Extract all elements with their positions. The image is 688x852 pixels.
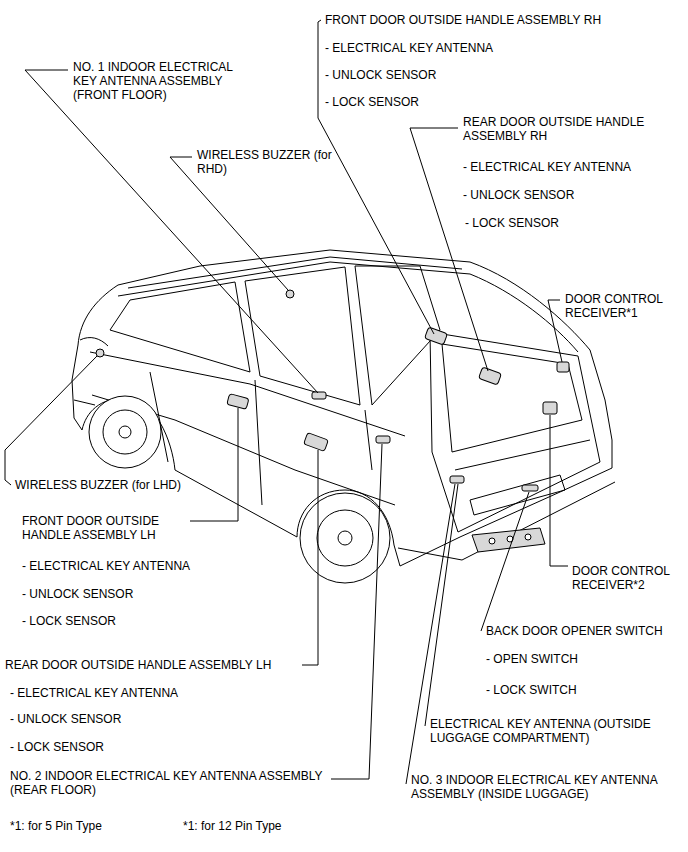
part-label: FRONT DOOR OUTSIDE HANDLE ASSEMBLY LH <box>22 514 197 542</box>
part-label: - LOCK SENSOR <box>465 216 559 230</box>
part-label: - UNLOCK SENSOR <box>325 68 436 82</box>
part-label: BACK DOOR OPENER SWITCH <box>486 624 663 638</box>
part-label: - LOCK SENSOR <box>22 614 116 628</box>
part-label: REAR DOOR OUTSIDE HANDLE ASSEMBLY LH <box>5 658 271 672</box>
part-label: NO. 3 INDOOR ELECTRICAL KEY ANTENNA ASSE… <box>411 773 673 801</box>
part-label: WIRELESS BUZZER (for RHD) <box>197 148 347 176</box>
part-label: NO. 1 INDOOR ELECTRICAL KEY ANTENNA ASSE… <box>73 60 243 102</box>
part-label: - UNLOCK SENSOR <box>22 587 133 601</box>
part-label: REAR DOOR OUTSIDE HANDLE ASSEMBLY RH <box>463 115 653 143</box>
part-label: *1: for 12 Pin Type <box>183 819 282 833</box>
part-label: - UNLOCK SENSOR <box>10 712 121 726</box>
part-label: - ELECTRICAL KEY ANTENNA <box>22 559 190 573</box>
part-label: FRONT DOOR OUTSIDE HANDLE ASSEMBLY RH <box>325 13 601 27</box>
part-label: DOOR CONTROL RECEIVER*2 <box>572 564 684 592</box>
part-label: WIRELESS BUZZER (for LHD) <box>15 478 181 492</box>
part-label: ELECTRICAL KEY ANTENNA (OUTSIDE LUGGAGE … <box>430 717 665 745</box>
part-label: NO. 2 INDOOR ELECTRICAL KEY ANTENNA ASSE… <box>10 769 345 797</box>
part-label: - LOCK SENSOR <box>10 740 104 754</box>
part-label: *1: for 5 Pin Type <box>10 819 102 833</box>
part-label: - LOCK SENSOR <box>325 95 419 109</box>
part-label: - UNLOCK SENSOR <box>463 188 574 202</box>
part-label: - OPEN SWITCH <box>486 652 578 666</box>
part-label: - ELECTRICAL KEY ANTENNA <box>463 160 631 174</box>
part-label: DOOR CONTROL RECEIVER*1 <box>565 292 677 320</box>
part-label: - ELECTRICAL KEY ANTENNA <box>10 686 178 700</box>
part-label: - LOCK SWITCH <box>486 683 577 697</box>
part-label: - ELECTRICAL KEY ANTENNA <box>325 41 493 55</box>
